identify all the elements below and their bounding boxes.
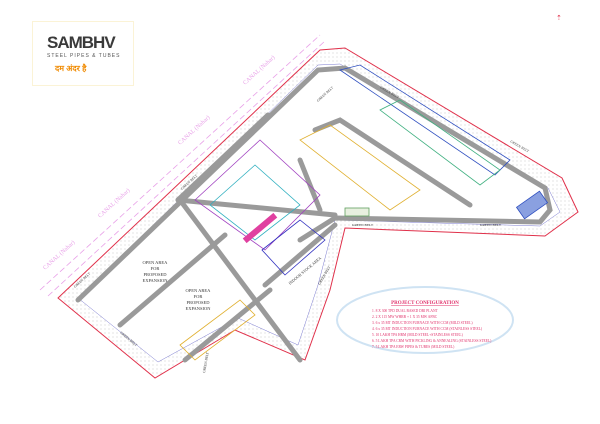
green-belt-label: GREEN BELT [352, 223, 374, 227]
svg-text:5. 10 LAKH TPA HRM (MILD STEE: 5. 10 LAKH TPA HRM (MILD STEEL+STAINLESS… [372, 333, 464, 337]
logo-brand: SAMBHV [47, 33, 116, 52]
canal-label: CANAL (Nahar) [177, 114, 212, 146]
svg-text:1. 8 X 300 TPD DUAL BASED DRI: 1. 8 X 300 TPD DUAL BASED DRI PLANT [372, 309, 439, 313]
canal-label: CANAL (Nahar) [242, 54, 277, 86]
svg-text:2. 2 X 115 MW WHRB + 1 X 35 M: 2. 2 X 115 MW WHRB + 1 X 35 MW AFBC [372, 315, 438, 319]
company-logo: SAMBHV STEEL PIPES & TUBES दम अंदर है [32, 21, 134, 86]
svg-text:OPEN AREA: OPEN AREA [186, 288, 212, 293]
green-belt-label: GREEN BELT [202, 351, 210, 373]
svg-text:3. 6 x 35 MT INDUCTION FURNAC: 3. 6 x 35 MT INDUCTION FURNACE WITH CCM … [372, 321, 473, 325]
svg-text:PROPOSED: PROPOSED [143, 272, 167, 277]
svg-text:EXPANSION: EXPANSION [142, 278, 168, 283]
svg-text:PROPOSED: PROPOSED [186, 300, 210, 305]
svg-text:6. 5 LAKH TPA CRM WITH PICKLI: 6. 5 LAKH TPA CRM WITH PICKLING & ANNEAL… [372, 339, 492, 343]
project-configuration: PROJECT CONFIGURATION 1. 8 X 300 TPD DUA… [336, 286, 514, 354]
logo-tagline: दम अंदर है [55, 64, 87, 73]
north-arrow-icon: ⇡ [556, 14, 562, 22]
green-belt-label: GREEN BELT [480, 223, 502, 227]
roads [75, 65, 553, 363]
svg-text:4. 6 x 35 MT INDUCTION FURNAC: 4. 6 x 35 MT INDUCTION FURNACE WITH CCM … [372, 327, 483, 331]
plant-equipment [179, 64, 549, 361]
svg-text:OPEN AREA: OPEN AREA [143, 260, 169, 265]
canal [39, 34, 326, 297]
svg-text:7. 5 LAKH TPA ERW PIPES & TUB: 7. 5 LAKH TPA ERW PIPES & TUBES (MILD ST… [372, 345, 455, 349]
svg-text:FOR: FOR [151, 266, 160, 271]
canal-label: CANAL (Nahar) [42, 239, 77, 271]
svg-text:FOR: FOR [194, 294, 203, 299]
logo-subtitle: STEEL PIPES & TUBES [47, 53, 121, 59]
svg-text:EXPANSION: EXPANSION [185, 306, 211, 311]
canal-label: CANAL (Nahar) [97, 187, 132, 219]
svg-text:PROJECT CONFIGURATION: PROJECT CONFIGURATION [391, 301, 459, 306]
